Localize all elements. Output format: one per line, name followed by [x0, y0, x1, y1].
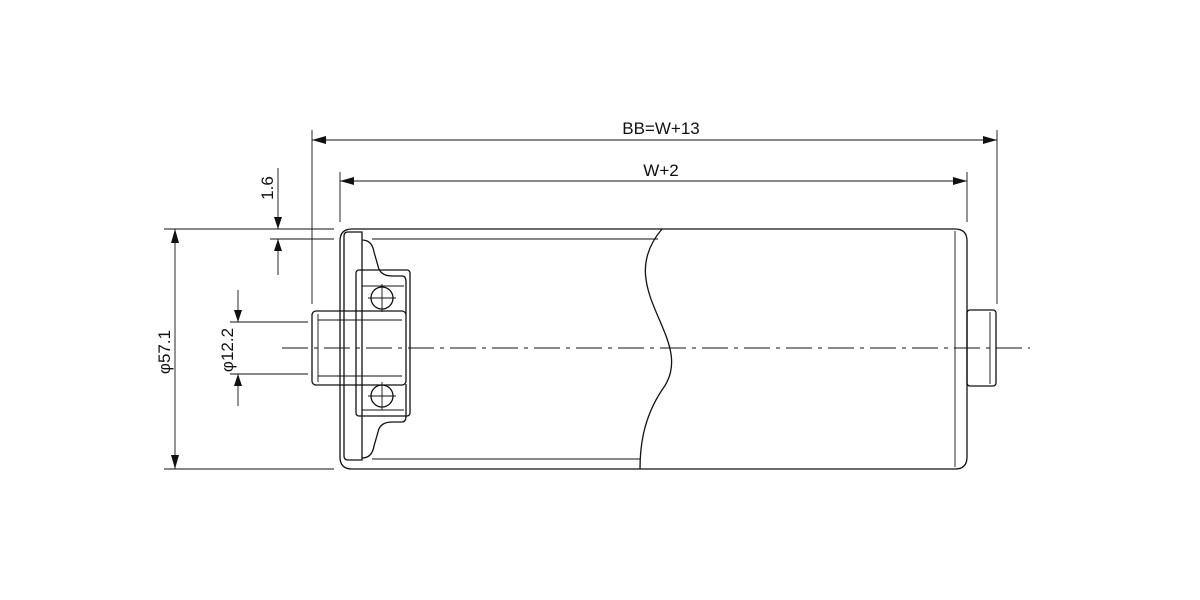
arrow-wall-top	[274, 217, 282, 229]
label-tube-length: W+2	[643, 161, 678, 180]
extension-lines	[164, 130, 998, 470]
label-overall-length: BB=W+13	[622, 119, 700, 138]
end-cap-flange	[343, 231, 363, 461]
arrow-tube-left	[340, 177, 354, 185]
dimension-tube-diameter: φ57.1	[155, 229, 179, 469]
tube-outer-outline	[339, 228, 968, 470]
end-cap-upper-profile	[361, 239, 407, 314]
arrow-shaft-top	[234, 310, 242, 322]
dimension-overall-length: BB=W+13	[312, 119, 997, 144]
end-cap-left	[343, 231, 411, 461]
arrow-shaft-bottom	[234, 374, 242, 386]
arrow-diameter-bottom	[171, 455, 179, 469]
label-wall-thickness: 1.6	[258, 176, 277, 200]
dimension-shaft-diameter: φ12.2	[218, 290, 242, 406]
arrow-tube-right	[953, 177, 967, 185]
arrow-wall-bottom	[274, 239, 282, 251]
tube-break-line	[639, 228, 673, 470]
dimension-tube-length: W+2	[340, 161, 967, 185]
roller-tube	[339, 228, 968, 470]
end-cap-lower-profile	[361, 384, 407, 459]
bearing-outer-ring	[355, 269, 411, 417]
label-tube-diameter: φ57.1	[155, 330, 174, 374]
arrow-overall-left	[312, 136, 326, 144]
dimension-wall-thickness: 1.6	[258, 168, 282, 275]
label-shaft-diameter: φ12.2	[218, 328, 237, 372]
arrow-diameter-top	[171, 229, 179, 243]
shaft-left-body	[311, 310, 407, 386]
arrow-overall-right	[983, 136, 997, 144]
